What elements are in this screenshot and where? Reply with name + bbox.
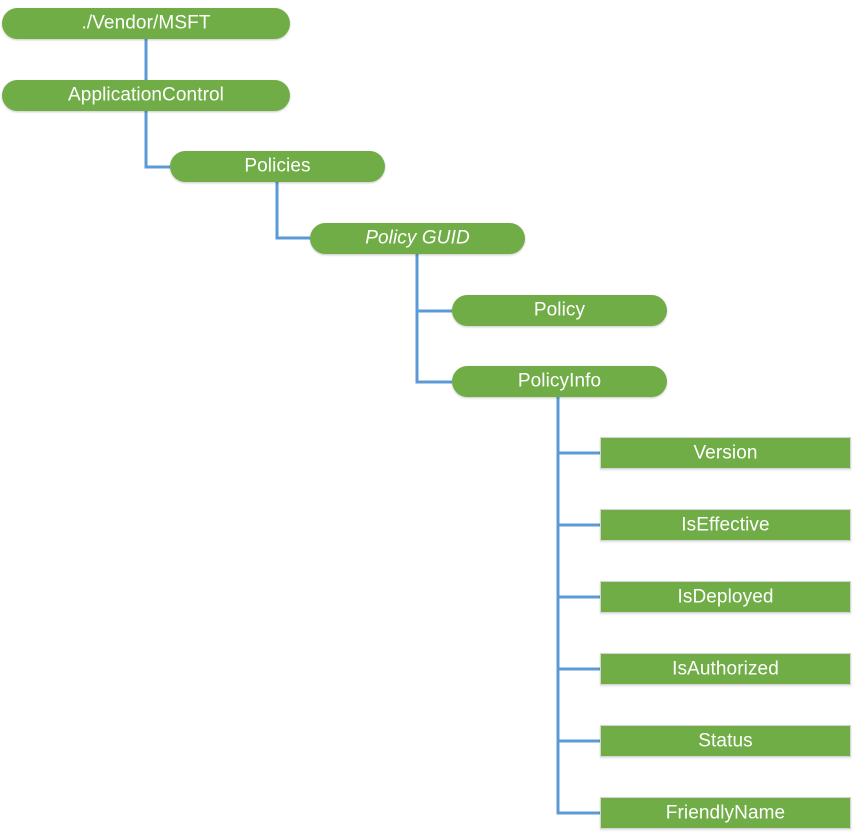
- node-policy-guid[interactable]: Policy GUID: [310, 223, 525, 254]
- node-vendor-msft[interactable]: ./Vendor/MSFT: [2, 8, 290, 39]
- connector-policyinfo-to-friendlyname: [556, 397, 600, 815]
- node-policies[interactable]: Policies: [170, 151, 385, 182]
- connector-policyguid-to-policy: [415, 254, 452, 313]
- node-label-version: Version: [693, 442, 758, 463]
- node-application-control[interactable]: ApplicationControl: [2, 80, 290, 111]
- node-version[interactable]: Version: [600, 437, 851, 469]
- node-label-is-deployed: IsDeployed: [677, 586, 774, 607]
- node-is-effective[interactable]: IsEffective: [600, 509, 851, 541]
- connector-policyguid-to-policyinfo: [415, 254, 452, 384]
- node-label-policy-info: PolicyInfo: [517, 370, 602, 392]
- node-label-policies: Policies: [244, 155, 311, 177]
- node-label-status: Status: [698, 730, 753, 751]
- node-label-policy: Policy: [533, 299, 586, 321]
- node-policy[interactable]: Policy: [452, 295, 667, 326]
- node-label-is-effective: IsEffective: [681, 514, 770, 535]
- node-label-policy-guid: Policy GUID: [365, 227, 470, 249]
- connector-policyinfo-to-status: [556, 397, 600, 743]
- node-label-vendor-msft: ./Vendor/MSFT: [81, 12, 211, 34]
- node-is-deployed[interactable]: IsDeployed: [600, 581, 851, 613]
- node-label-application-control: ApplicationControl: [68, 84, 224, 106]
- connector-policyinfo-to-version: [556, 397, 600, 455]
- node-policy-info[interactable]: PolicyInfo: [452, 366, 667, 397]
- connector-policyinfo-to-isdeployed: [556, 397, 600, 599]
- connector-policyinfo-to-isauthorized: [556, 397, 600, 671]
- node-friendly-name[interactable]: FriendlyName: [600, 797, 851, 829]
- node-label-is-authorized: IsAuthorized: [672, 658, 779, 679]
- connector-policies-to-policyguid: [275, 182, 310, 240]
- connector-policyinfo-to-iseffective: [556, 397, 600, 527]
- connector-appcontrol-to-policies: [144, 111, 170, 169]
- node-label-friendly-name: FriendlyName: [665, 802, 786, 823]
- node-status[interactable]: Status: [600, 725, 851, 757]
- node-is-authorized[interactable]: IsAuthorized: [600, 653, 851, 685]
